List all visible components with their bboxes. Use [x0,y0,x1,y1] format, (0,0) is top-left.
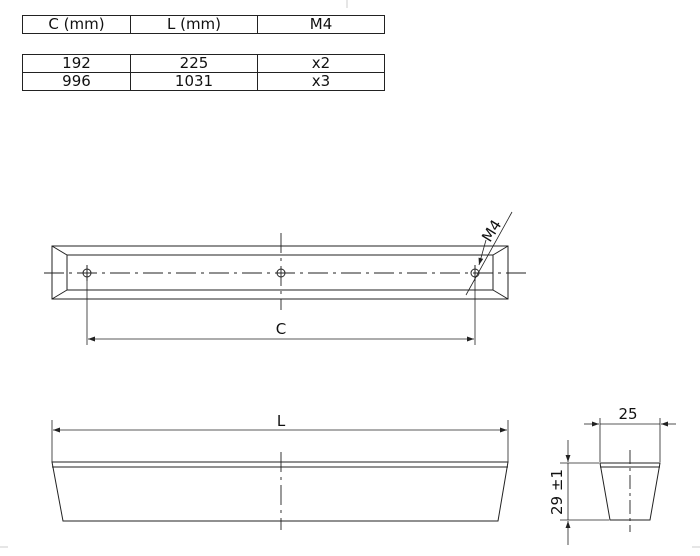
cell-m4: x3 [257,72,385,91]
table-row: 996 1031 x3 [22,72,385,91]
handle-inner-face [66,254,494,291]
table-row: 192 225 x2 [22,54,385,73]
mounting-hole [82,265,92,281]
dimension-label-c: C [276,320,286,338]
cell-l: 225 [130,54,258,73]
handle-end-profile [599,462,661,521]
header-m4: M4 [257,15,385,34]
side-view [51,420,509,530]
cell-c: 996 [22,72,131,91]
dimension-label-l: L [277,412,286,430]
bevel-edge [51,289,68,300]
handle-side-profile [51,461,509,522]
header-c: C (mm) [22,15,131,34]
bevel-edge [492,289,509,300]
bevel-edge [492,245,509,256]
top-view [44,211,528,345]
mounting-hole [276,268,286,278]
dimension-table: C (mm) L (mm) M4 192 225 x2 996 1031 x3 [22,15,385,91]
table-header-row: C (mm) L (mm) M4 [22,15,385,34]
end-view [560,418,676,545]
cell-l: 1031 [130,72,258,91]
handle-outline [51,245,509,300]
dimension-label-width: 25 [618,405,637,423]
leader-arrow [478,239,487,266]
thread-label-m4: M4 [478,217,505,246]
bevel-edge [51,245,68,256]
dimension-label-height: 29 ±1 [548,469,566,515]
leader-line-m4 [465,211,513,296]
